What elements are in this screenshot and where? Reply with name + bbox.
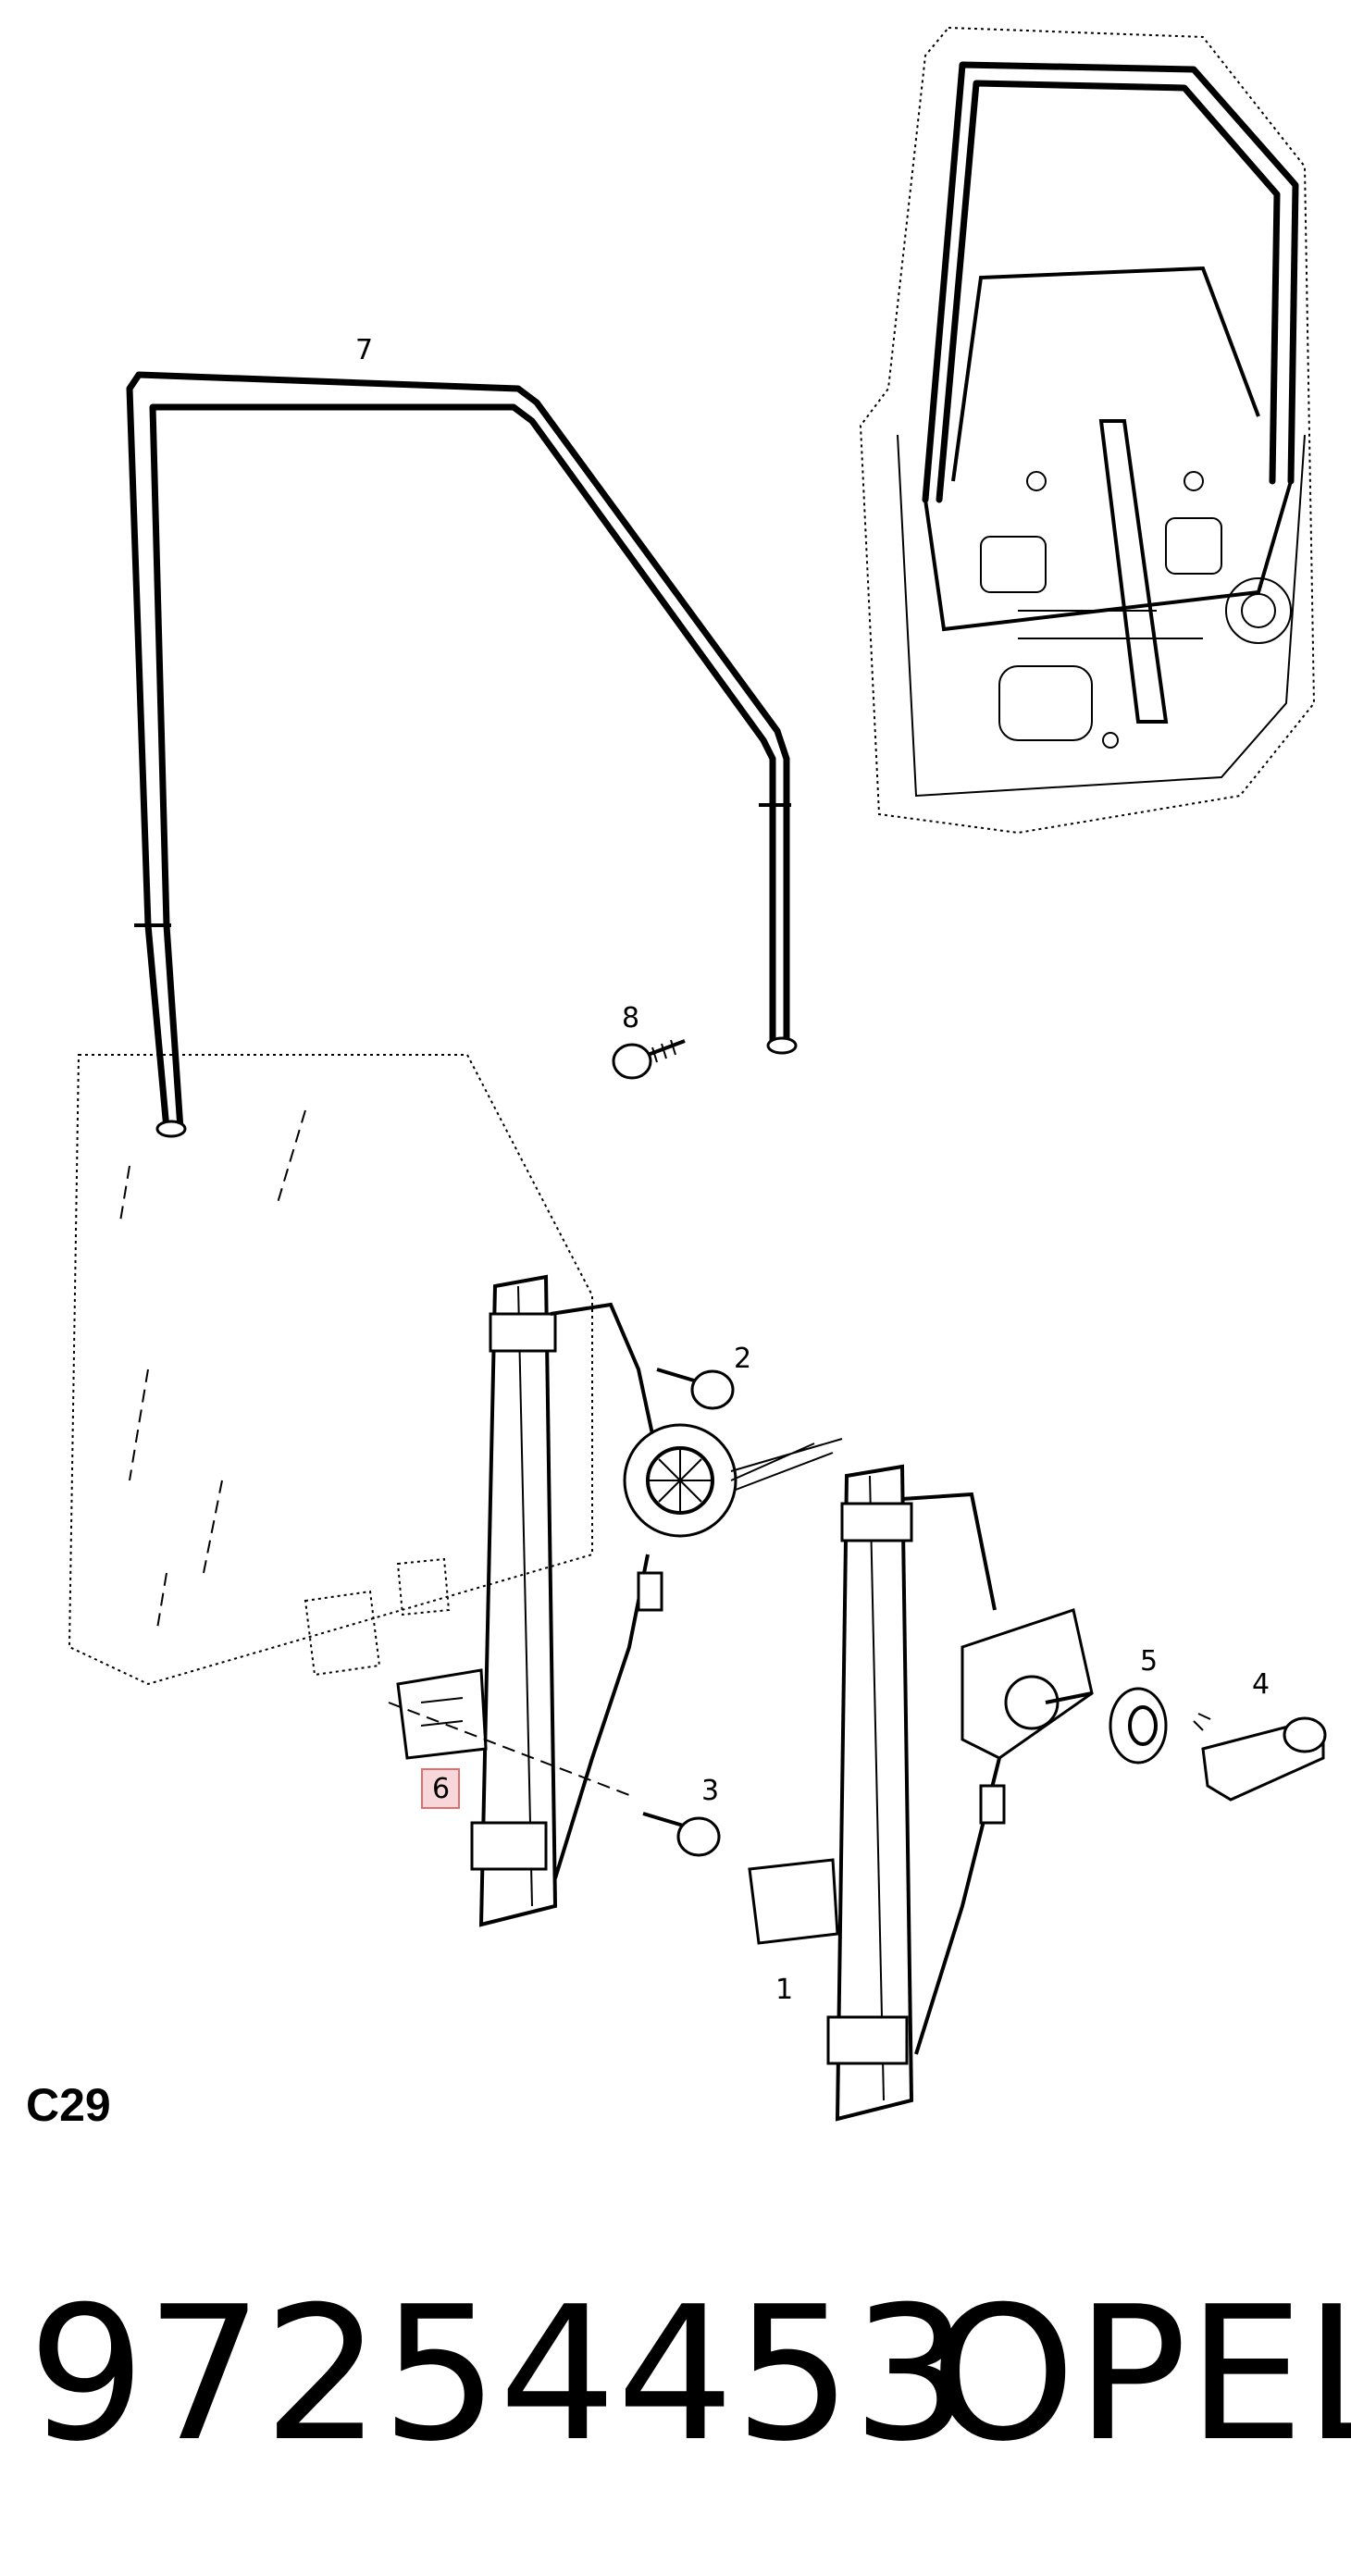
callout-label-7: 7 xyxy=(355,334,373,366)
glass-run-seal-illustration xyxy=(126,371,798,1138)
manual-window-regulator-illustration xyxy=(748,1464,1094,2122)
power-window-regulator-illustration xyxy=(304,1274,843,1927)
callout-label-2: 2 xyxy=(734,1343,751,1375)
section-code: C29 xyxy=(26,2079,111,2131)
callout-highlight-6: 6 xyxy=(421,1768,460,1809)
bolt-2-illustration xyxy=(656,1368,735,1410)
callout-label-6: 6 xyxy=(432,1773,450,1805)
part-number: 97254453 xyxy=(28,2267,970,2483)
callout-label-1: 1 xyxy=(775,1974,793,2006)
callout-label-5: 5 xyxy=(1140,1645,1158,1678)
window-crank-handle-4-illustration xyxy=(1193,1713,1327,1802)
window-glass-illustration xyxy=(68,1054,593,1686)
brand-name: OPEL xyxy=(930,2267,1351,2483)
bolt-3-illustration xyxy=(642,1812,721,1857)
callout-label-8: 8 xyxy=(622,1002,639,1034)
door-shell-illustration xyxy=(859,26,1316,835)
callout-label-3: 3 xyxy=(701,1775,719,1807)
escutcheon-washer-5-illustration xyxy=(1109,1687,1168,1765)
bolt-8-illustration xyxy=(612,1039,686,1080)
callout-label-4: 4 xyxy=(1252,1668,1270,1701)
